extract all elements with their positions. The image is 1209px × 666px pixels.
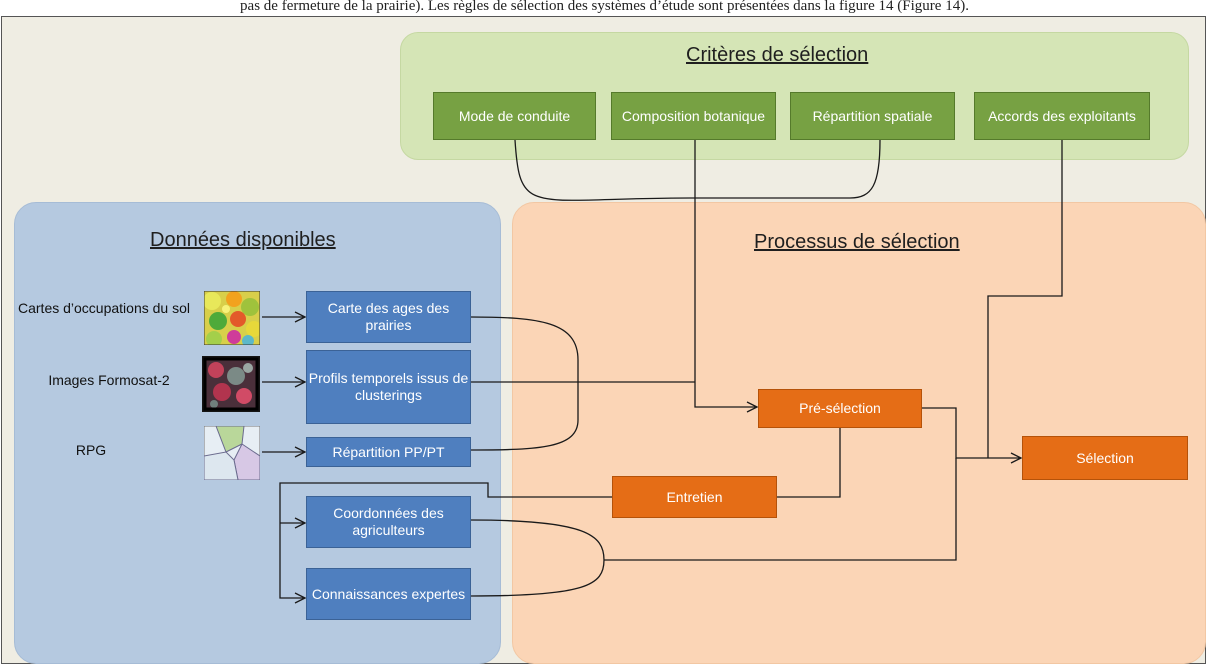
- data-bracket: [470, 316, 579, 451]
- formosat-image-thumbnail: [202, 356, 260, 412]
- criterion-management-mode: Mode de conduite: [433, 92, 596, 140]
- interview-to-contacts: [279, 482, 612, 598]
- rpg-parcel-thumbnail: [204, 426, 260, 480]
- source-land-cover-maps: Cartes d’occupations du sol: [18, 300, 190, 316]
- criteria-bracket: [514, 139, 881, 201]
- figure-caption-cut: pas de fermeture de la prairie). Les règ…: [240, 0, 969, 14]
- criterion-spatial-distribution: Répartition spatiale: [790, 92, 955, 140]
- criterion-botanical-composition: Composition botanique: [611, 92, 776, 140]
- preselection-to-interview: [777, 428, 841, 498]
- process-panel: [512, 202, 1206, 664]
- process-title: Processus de sélection: [754, 231, 960, 253]
- product-expert-knowledge: Connaissances expertes: [306, 568, 471, 620]
- criterion-farmer-agreements: Accords des exploitants: [974, 92, 1150, 140]
- product-temporal-profiles: Profils temporels issus de clusterings: [306, 350, 471, 424]
- preselection-to-selection: [922, 407, 1021, 458]
- step-selection: Sélection: [1022, 436, 1188, 480]
- data-title: Données disponibles: [150, 229, 336, 251]
- product-meadow-age-map: Carte des ages des prairies: [306, 291, 471, 343]
- step-preselection: Pré-sélection: [758, 389, 922, 428]
- contacts-to-selection: [604, 458, 957, 561]
- step-interview: Entretien: [612, 476, 777, 518]
- product-farmer-contacts: Coordonnées des agriculteurs: [306, 496, 471, 548]
- land-cover-thumbnail: [204, 291, 260, 345]
- contacts-bracket: [470, 519, 605, 597]
- source-rpg: RPG: [75, 442, 107, 458]
- source-formosat-images: Images Formosat-2: [48, 372, 170, 388]
- product-pp-pt-distribution: Répartition PP/PT: [306, 437, 471, 467]
- criteria-title: Critères de sélection: [686, 44, 869, 66]
- composition-to-preselection: [694, 140, 757, 407]
- agreements-to-selection: [987, 140, 1063, 458]
